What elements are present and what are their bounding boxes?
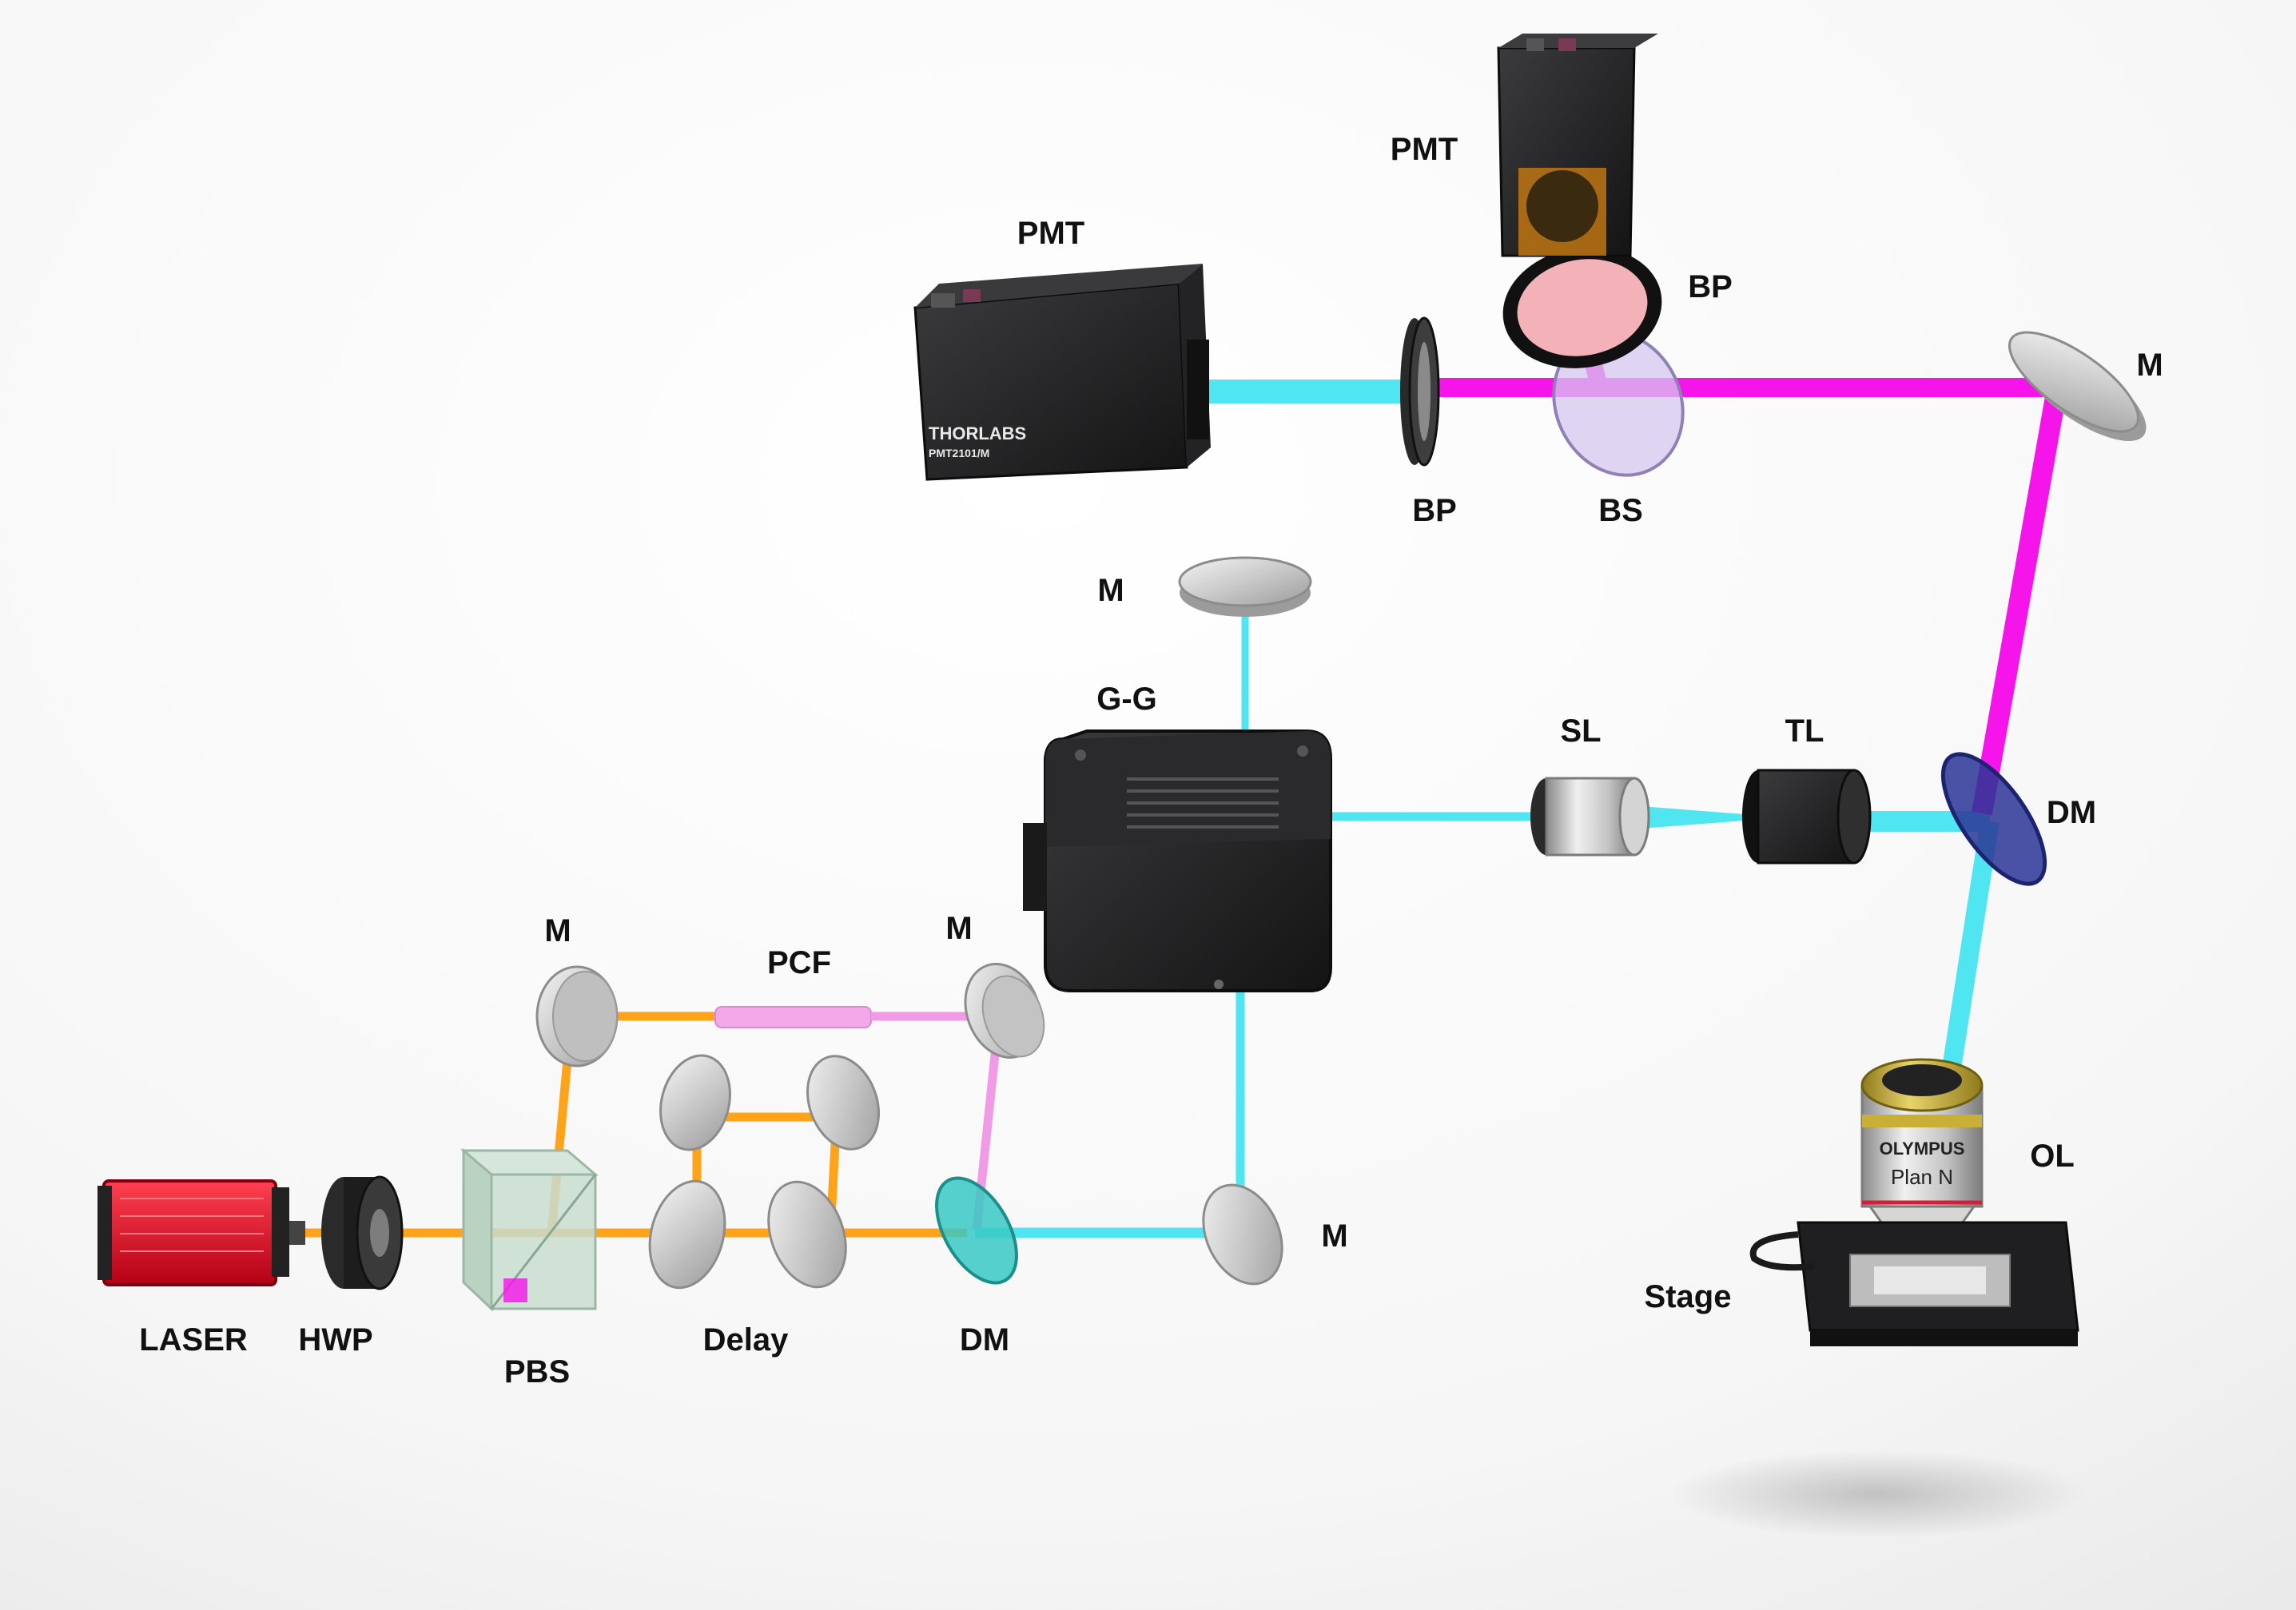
label-m-mid: M xyxy=(945,911,972,946)
polarizing-beam-splitter-icon xyxy=(460,1147,599,1312)
label-gg: G-G xyxy=(1096,682,1157,717)
sample-stage-icon xyxy=(1749,1221,2079,1346)
label-bp-top: BP xyxy=(1688,269,1733,304)
tube-lens-icon xyxy=(1742,769,1872,865)
galvo-scanner-icon xyxy=(1023,729,1332,992)
label-stage: Stage xyxy=(1645,1279,1732,1314)
label-hwp: HWP xyxy=(298,1322,372,1358)
label-sl: SL xyxy=(1560,714,1601,749)
label-tl: TL xyxy=(1785,714,1824,749)
label-dm-lower: DM xyxy=(960,1322,1009,1358)
pmt-left-icon: THORLABS PMT2101/M xyxy=(913,264,1211,481)
delay-mirror-1-icon xyxy=(659,1054,731,1151)
objective-type-text: Plan N xyxy=(1891,1165,1953,1189)
label-ol: OL xyxy=(2030,1139,2075,1174)
mirror-gg-top-icon xyxy=(1178,556,1312,617)
label-delay: Delay xyxy=(703,1322,789,1358)
floor-shadow xyxy=(1670,1450,2086,1538)
component-labels: LASER HWP PBS Delay DM M M PCF M G-G M S… xyxy=(139,132,2163,1389)
delay-mirror-3-icon xyxy=(648,1179,726,1290)
bandpass-filter-top-icon xyxy=(1502,247,1662,368)
scan-lens-icon xyxy=(1530,777,1650,857)
mirror-pcf-right-icon xyxy=(964,963,1045,1059)
delay-mirror-4-icon xyxy=(767,1180,847,1289)
label-pbs: PBS xyxy=(504,1354,570,1389)
pmt-top-icon xyxy=(1497,34,1658,257)
beam-magenta-dm-up xyxy=(1972,381,2068,816)
label-bs: BS xyxy=(1598,493,1643,528)
beam-cyan-down xyxy=(1940,820,2000,1080)
mirror-top-right-icon xyxy=(2008,331,2147,441)
label-m-left: M xyxy=(544,913,571,948)
label-pcf: PCF xyxy=(767,945,831,980)
label-pmt-left: PMT xyxy=(1017,216,1084,251)
label-laser: LASER xyxy=(139,1322,248,1358)
label-pmt-top: PMT xyxy=(1391,132,1458,167)
objective-brand-text: OLYMPUS xyxy=(1880,1139,1965,1159)
thorlabs-logo-text: THORLABS xyxy=(929,423,1026,443)
mirror-bottom-icon xyxy=(1202,1183,1283,1286)
label-m-gg: M xyxy=(1097,573,1124,608)
pcf-fiber xyxy=(714,1006,872,1028)
dichroic-mirror-right-icon xyxy=(1940,752,2047,886)
beam-cyan-sl-tl xyxy=(1630,805,1754,829)
bandpass-filter-left-icon xyxy=(1400,316,1440,467)
half-wave-plate-icon xyxy=(321,1175,404,1290)
label-m-bottom: M xyxy=(1321,1218,1347,1254)
laser-source-icon xyxy=(97,1179,305,1286)
label-dm-right: DM xyxy=(2047,795,2096,830)
objective-lens-icon: OLYMPUS Plan N xyxy=(1860,1058,1984,1236)
label-bp-left: BP xyxy=(1412,493,1457,528)
pmt-model-text: PMT2101/M xyxy=(929,447,989,459)
mirror-left-icon xyxy=(535,965,619,1067)
dichroic-mirror-lower-icon xyxy=(935,1176,1018,1285)
label-m-top: M xyxy=(2136,348,2163,383)
delay-mirror-2-icon xyxy=(806,1055,880,1151)
